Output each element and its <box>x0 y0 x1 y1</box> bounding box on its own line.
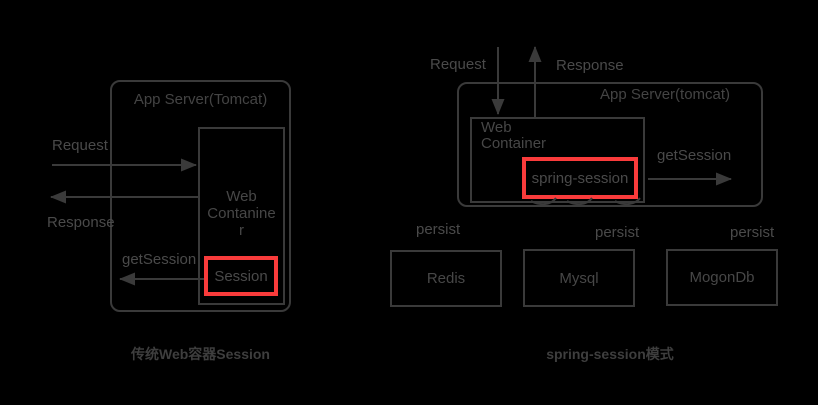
persist-label-mysql: persist <box>595 224 640 241</box>
left-response-label: Response <box>47 214 115 231</box>
right-spring-session-highlight-box: spring-session <box>522 157 638 199</box>
db-label-mysql: Mysql <box>559 269 599 287</box>
db-box-mysql: Mysql <box>523 249 635 307</box>
db-label-mogondb: MogonDb <box>689 269 755 286</box>
right-spring-session-label: spring-session <box>531 169 629 187</box>
right-app-server-box <box>457 82 763 207</box>
left-web-container-label: Web Contanine r <box>198 188 285 239</box>
right-caption: spring-session模式 <box>546 346 674 362</box>
persist-label-redis: persist <box>416 221 461 238</box>
left-app-server-title: App Server(Tomcat) <box>133 91 268 108</box>
right-response-label: Response <box>556 57 624 74</box>
left-session-highlight-box: Session <box>204 256 278 296</box>
persist-label-mogondb: persist <box>730 224 775 241</box>
left-web-container-line2: Contanine <box>207 205 276 222</box>
left-web-container-line3: r <box>239 222 244 239</box>
left-get-session-label: getSession <box>122 251 197 268</box>
right-get-session-label: getSession <box>657 147 732 164</box>
left-web-container-box <box>198 127 285 305</box>
db-box-mogondb: MogonDb <box>666 249 778 306</box>
left-caption: 传统Web容器Session <box>131 346 270 362</box>
right-web-container-line2: Container <box>481 135 547 152</box>
right-request-label: Request <box>430 56 486 73</box>
db-box-redis: Redis <box>390 250 502 307</box>
right-web-container-line1: Web <box>481 119 512 136</box>
right-web-container-box <box>470 117 645 203</box>
left-session-label: Session <box>214 267 268 285</box>
left-request-label: Request <box>52 137 108 154</box>
right-web-container-label: Web Container <box>481 120 546 152</box>
right-app-server-title: App Server(tomcat) <box>600 86 731 103</box>
left-web-container-line1: Web <box>226 188 257 205</box>
db-label-redis: Redis <box>426 270 466 287</box>
